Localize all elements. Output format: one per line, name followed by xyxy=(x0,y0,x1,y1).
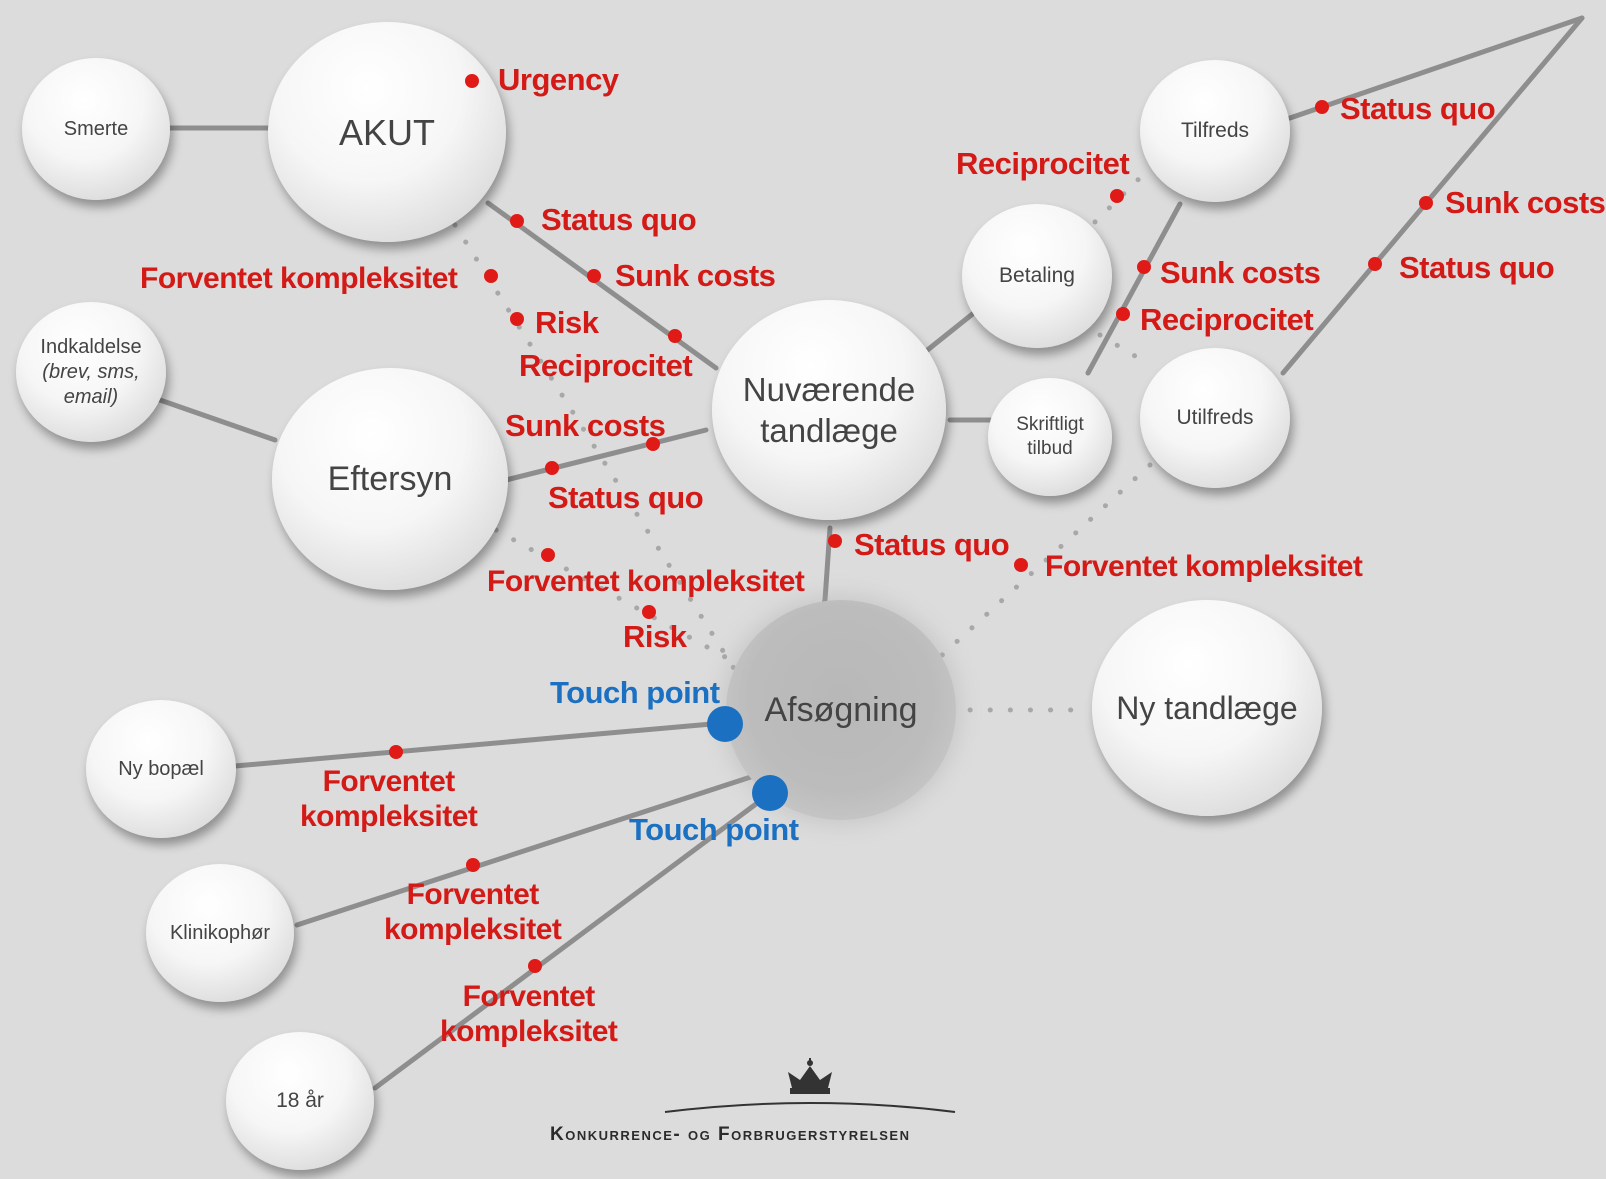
node-akut: AKUT xyxy=(268,22,506,242)
node-skriftligt-label-2: tilbud xyxy=(1027,438,1073,459)
label-risk-eftersyn: Risk xyxy=(623,619,687,654)
label-forventet-eftersyn: Forventet kompleksitet xyxy=(487,565,805,598)
node-betaling: Betaling xyxy=(962,204,1112,348)
node-klinikophor: Klinikophør xyxy=(146,864,294,1002)
node-tilfreds: Tilfreds xyxy=(1140,60,1290,202)
node-indkaldelse-detail-2: email) xyxy=(63,385,119,408)
edge-tilfreds-apex xyxy=(1287,15,1585,121)
label-forventet-klinik-line-2: kompleksitet xyxy=(384,912,562,946)
edge-eftersyn-nuvaerende xyxy=(503,427,709,483)
label-reciprocitet-tilfreds: Reciprocitet xyxy=(956,146,1130,181)
edge-bopael-touchpoint xyxy=(232,720,726,769)
node-smerte-label: Smerte xyxy=(63,117,129,140)
label-forventet-bopael-line-2: kompleksitet xyxy=(300,799,478,833)
node-ny-tandlaege-label: Ny tandlæge xyxy=(1116,690,1298,726)
logo-wordmark: Konkurrence- og Forbrugerstyrelsen xyxy=(550,1124,911,1145)
node-nuvaerende-tandlaege: Nuværende tandlæge xyxy=(712,300,946,520)
label-reciprocitet-skriftligt: Reciprocitet xyxy=(1140,302,1314,337)
dotted-betaling-tilfreds xyxy=(1092,167,1151,225)
edge-indkaldelse-eftersyn xyxy=(157,397,278,443)
node-indkaldelse: Indkaldelse (brev, sms, email) xyxy=(16,302,166,442)
edge-nuvaerende-afsogning xyxy=(822,525,833,603)
label-sunk-costs-eftersyn: Sunk costs xyxy=(505,408,666,443)
dotted-utilfreds-afsogning xyxy=(797,462,1153,788)
label-forventet-klinik: Forventet kompleksitet xyxy=(384,878,562,947)
label-sunk-costs-skriftligt: Sunk costs xyxy=(1160,255,1321,290)
label-forventet-bopael: Forventet kompleksitet xyxy=(300,765,478,834)
node-18-aar-label: 18 år xyxy=(276,1088,324,1112)
label-status-quo-eftersyn: Status quo xyxy=(548,480,704,515)
node-utilfreds-label: Utilfreds xyxy=(1176,405,1254,429)
node-nuvaerende-label-2: tandlæge xyxy=(760,412,898,449)
label-touch-point-2: Touch point xyxy=(629,812,799,847)
label-status-quo-tilfreds: Status quo xyxy=(1340,91,1496,126)
node-skriftligt-label-1: Skriftligt xyxy=(1016,414,1084,436)
edge-nuvaerende-betaling xyxy=(922,309,978,355)
node-skriftligt-tilbud: Skriftligt tilbud xyxy=(988,378,1112,496)
label-forventet-klinik-line-1: Forventet xyxy=(406,878,540,911)
node-smerte: Smerte xyxy=(22,58,170,200)
label-forventet-18-line-2: kompleksitet xyxy=(440,1014,618,1048)
label-status-quo-right: Status quo xyxy=(1399,250,1555,285)
node-klinikophor-label: Klinikophør xyxy=(169,921,271,944)
dotted-eftersyn-afsogning xyxy=(493,527,748,671)
crown-logo-icon xyxy=(664,1058,956,1113)
node-akut-label: AKUT xyxy=(338,111,435,153)
node-ny-bopael-label: Ny bopæl xyxy=(118,757,204,780)
node-afsogning-label: Afsøgning xyxy=(764,690,918,729)
label-forventet-18: Forventet kompleksitet xyxy=(440,980,618,1049)
edge-skriftligt-tilfreds xyxy=(1085,201,1183,376)
node-afsogning: Afsøgning xyxy=(726,600,956,820)
label-forventet-utilfreds: Forventet kompleksitet xyxy=(1045,550,1363,583)
label-touch-point-1: Touch point xyxy=(550,675,720,710)
dotted-akut-eftersyn xyxy=(452,222,738,673)
label-risk-akut: Risk xyxy=(535,305,599,340)
label-forventet-akut: Forventet kompleksitet xyxy=(140,262,458,295)
node-indkaldelse-label: Indkaldelse xyxy=(40,335,142,358)
edge-apex-utilfreds xyxy=(1280,15,1585,376)
label-urgency: Urgency xyxy=(498,62,619,97)
node-indkaldelse-detail-1: (brev, sms, xyxy=(42,360,140,383)
edge-18-touchpoint xyxy=(372,792,771,1091)
label-forventet-18-line-1: Forventet xyxy=(462,980,596,1013)
label-sunk-costs-akut: Sunk costs xyxy=(615,258,776,293)
node-ny-tandlaege: Ny tandlæge xyxy=(1092,600,1322,816)
node-tilfreds-label: Tilfreds xyxy=(1180,118,1250,142)
label-reciprocitet-akut: Reciprocitet xyxy=(519,348,693,383)
node-eftersyn: Eftersyn xyxy=(272,368,508,590)
node-eftersyn-label: Eftersyn xyxy=(327,459,453,498)
label-sunk-costs-right: Sunk costs xyxy=(1445,185,1606,220)
label-status-quo-nuvaerende: Status quo xyxy=(854,527,1010,562)
node-18-aar: 18 år xyxy=(226,1032,374,1170)
label-status-quo-akut: Status quo xyxy=(541,202,697,237)
label-forventet-bopael-line-1: Forventet xyxy=(322,765,456,798)
node-nuvaerende-label-1: Nuværende xyxy=(742,370,916,408)
node-ny-bopael: Ny bopæl xyxy=(86,700,236,838)
node-utilfreds: Utilfreds xyxy=(1140,348,1290,488)
node-betaling-label: Betaling xyxy=(999,263,1075,287)
